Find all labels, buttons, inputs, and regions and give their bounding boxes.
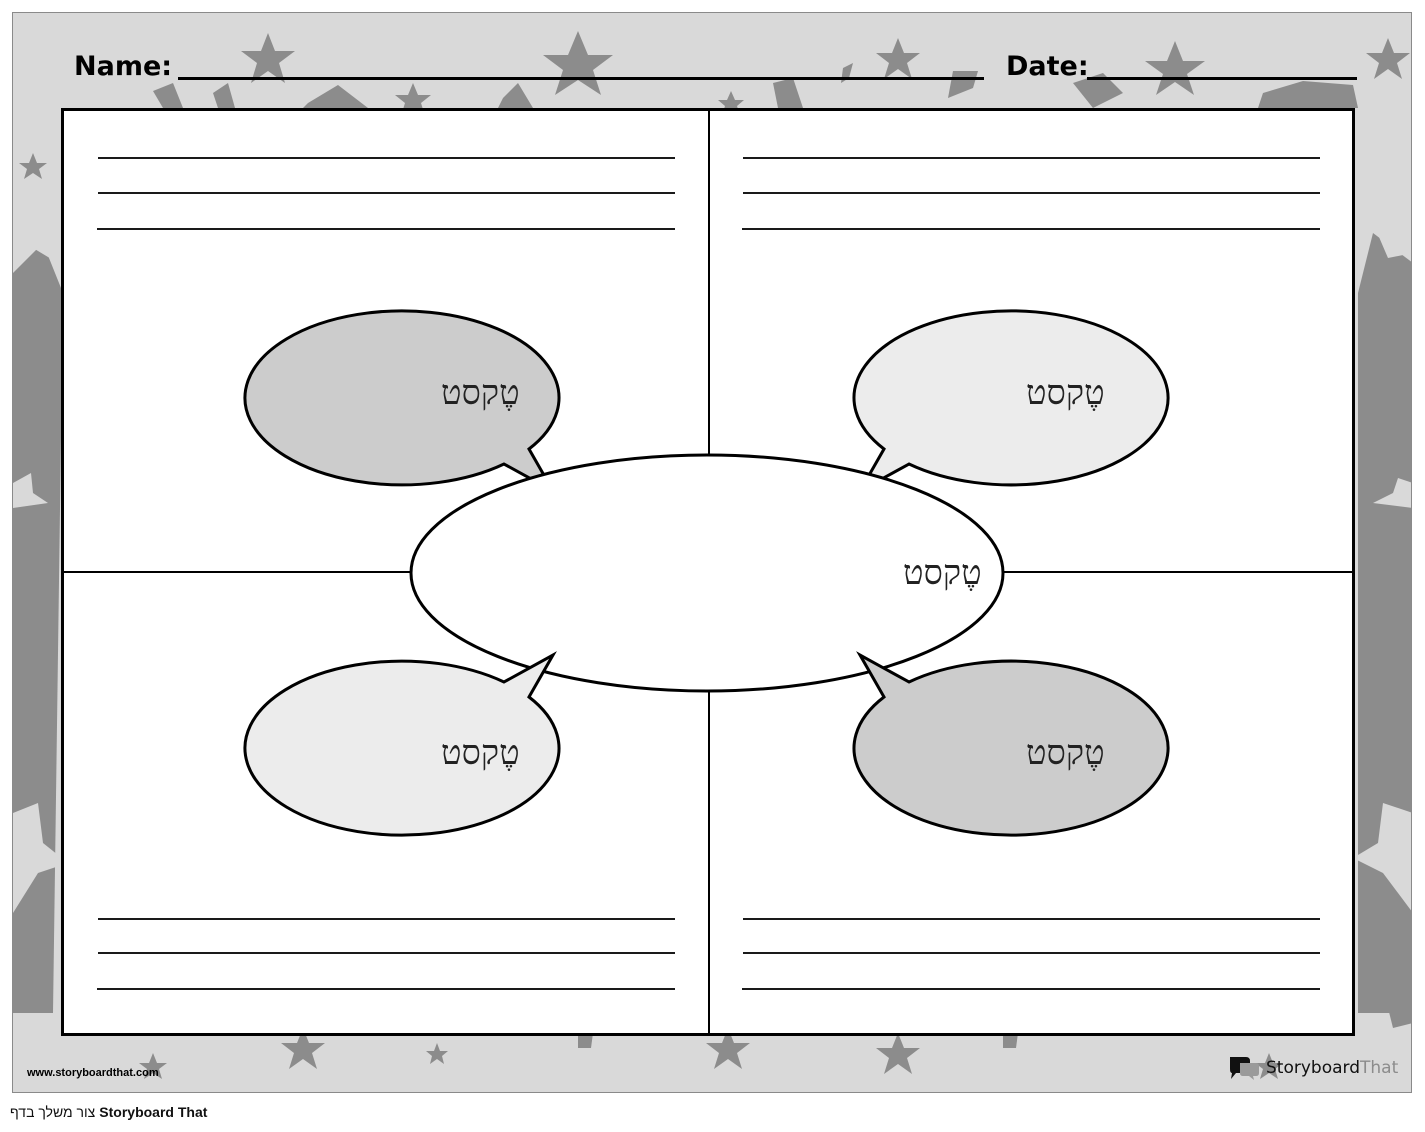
bubble-top-left-shape (243, 309, 561, 495)
bubble-top-right-shape (852, 309, 1170, 495)
logo-text-accent: That (1360, 1058, 1399, 1078)
bubble-top-left-text[interactable]: טֶקסט (441, 373, 520, 413)
spider-diagram (243, 309, 1170, 837)
writing-line-bottom-right-3[interactable] (742, 988, 1320, 990)
writing-line-bottom-right-2[interactable] (743, 952, 1320, 954)
star-icon (876, 1033, 920, 1074)
center-text[interactable]: טֶקסט (903, 553, 982, 593)
writing-line-top-right-2[interactable] (743, 192, 1320, 194)
star-icon (241, 33, 295, 83)
writing-line-top-left-2[interactable] (98, 192, 675, 194)
star-icon (1366, 38, 1410, 79)
star-icon (876, 38, 920, 79)
star-icon (426, 1043, 448, 1064)
star-icon (706, 1028, 750, 1069)
star-icon (1145, 41, 1205, 95)
star-icon (1255, 1053, 1283, 1079)
star-icon (395, 83, 431, 116)
writing-line-top-left-3[interactable] (97, 228, 675, 230)
center-ellipse-shape (409, 453, 1005, 693)
bubble-bottom-right-text[interactable]: טֶקסט (1026, 733, 1105, 773)
name-input-line[interactable] (178, 77, 984, 80)
bubble-bottom-left-text[interactable]: טֶקסט (441, 733, 520, 773)
bubble-bottom-right-shape (852, 651, 1170, 837)
logo-text-main: Storyboard (1266, 1058, 1360, 1078)
bubble-bottom-left-shape (243, 651, 561, 837)
writing-line-bottom-right-1[interactable] (743, 918, 1320, 920)
star-icon (139, 1053, 167, 1079)
writing-line-bottom-left-1[interactable] (98, 918, 675, 920)
writing-line-top-right-1[interactable] (743, 157, 1320, 159)
writing-line-top-left-1[interactable] (98, 157, 675, 159)
date-label: Date: (1006, 51, 1089, 82)
bubble-top-right-text[interactable]: טֶקסט (1026, 373, 1105, 413)
name-label: Name: (74, 51, 173, 82)
storyboardthat-logo: StoryboardThat (1228, 1055, 1398, 1081)
speech-bubbles-logo-icon (1230, 1057, 1259, 1080)
caption-brand[interactable]: Storyboard That (99, 1104, 208, 1120)
footer-url: www.storyboardthat.com (27, 1067, 159, 1079)
star-icon (19, 153, 47, 179)
worksheet-sheet: Name: Date: טֶקסט טֶקסט טֶקסט טֶקס (12, 12, 1412, 1093)
writing-line-bottom-left-3[interactable] (97, 988, 675, 990)
writing-line-top-right-3[interactable] (742, 228, 1320, 230)
star-icon (281, 1028, 325, 1069)
star-border-decoration (13, 31, 1411, 1079)
caption-hebrew: צור משלך בדף (10, 1104, 96, 1120)
writing-line-bottom-left-2[interactable] (98, 952, 675, 954)
date-input-line[interactable] (1087, 77, 1357, 80)
